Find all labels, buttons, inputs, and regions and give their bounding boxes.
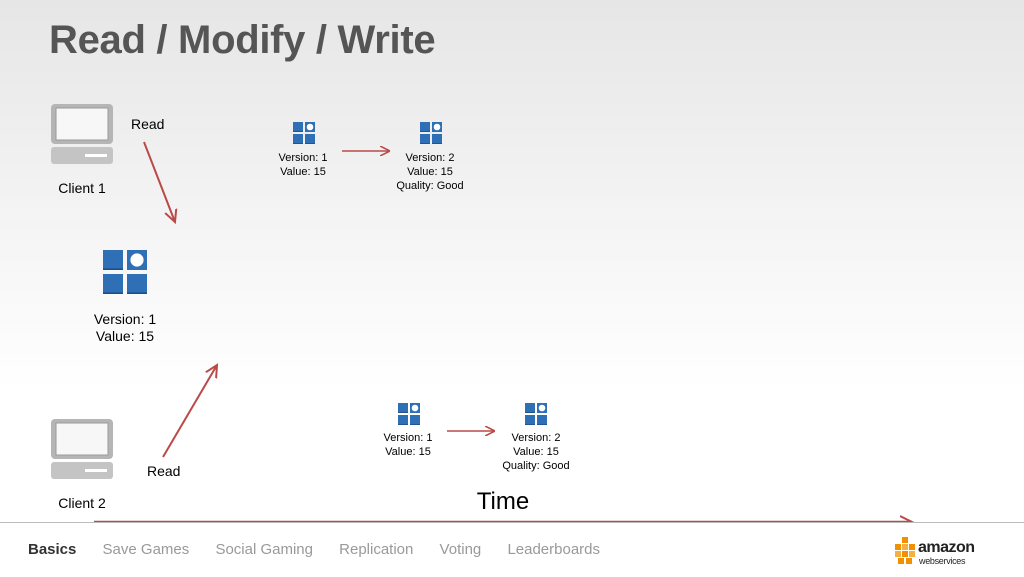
nav-item-save-games[interactable]: Save Games — [102, 541, 190, 558]
client1-read-arrow — [143, 141, 175, 222]
t2-before-value: Value: 15 — [385, 446, 431, 458]
client2-name: Client 2 — [58, 495, 106, 511]
client2-action-label: Read — [147, 463, 181, 479]
client1-name: Client 1 — [58, 180, 106, 196]
client2-read-arrow — [162, 365, 217, 458]
nav-item-voting[interactable]: Voting — [439, 541, 482, 558]
nav-item-replication[interactable]: Replication — [339, 541, 414, 558]
t2-after-value: Value: 15 — [513, 446, 559, 458]
t2-after-tile-icon — [525, 403, 547, 425]
t2-after-quality: Quality: Good — [502, 460, 570, 472]
t1-after-version: Version: 2 — [405, 152, 455, 164]
time-axis-label: Time — [476, 488, 530, 515]
t1-after-label: Version: 2 Value: 15 Quality: Good — [396, 151, 463, 193]
t2-after-label: Version: 2 Value: 15 Quality: Good — [502, 431, 569, 473]
t1-after-value: Value: 15 — [407, 166, 453, 178]
record-main-label: Version: 1 Value: 15 — [94, 311, 156, 345]
client2-laptop-icon — [50, 418, 114, 480]
client1-action-label: Read — [131, 116, 165, 132]
nav-item-social-gaming[interactable]: Social Gaming — [215, 541, 313, 558]
client1-laptop-icon — [50, 103, 114, 165]
record-main-value: Value: 15 — [95, 328, 155, 344]
t1-before-version: Version: 1 — [278, 152, 328, 164]
t1-after-quality: Quality: Good — [396, 180, 464, 192]
record-main-tile-icon — [103, 250, 147, 294]
aws-logo: amazon webservices — [892, 535, 982, 571]
record-main-version: Version: 1 — [93, 311, 157, 327]
nav-item-basics[interactable]: Basics — [28, 541, 77, 558]
footer-bar: Basics Save Games Social Gaming Replicat… — [0, 522, 1024, 577]
nav-item-leaderboards[interactable]: Leaderboards — [507, 541, 601, 558]
t2-before-label: Version: 1 Value: 15 — [384, 431, 433, 459]
page-title: Read / Modify / Write — [49, 18, 436, 62]
t2-after-version: Version: 2 — [511, 432, 561, 444]
t1-before-value: Value: 15 — [280, 166, 326, 178]
aws-logo-word: amazon — [918, 539, 975, 556]
t1-before-tile-icon — [293, 122, 315, 144]
t2-before-tile-icon — [398, 403, 420, 425]
section-nav: Basics Save Games Social Gaming Replicat… — [28, 541, 622, 558]
t1-after-tile-icon — [420, 122, 442, 144]
t2-before-version: Version: 1 — [383, 432, 433, 444]
aws-cubes-icon — [895, 537, 915, 564]
aws-logo-sub: webservices — [919, 556, 966, 566]
t1-before-label: Version: 1 Value: 15 — [279, 151, 328, 179]
